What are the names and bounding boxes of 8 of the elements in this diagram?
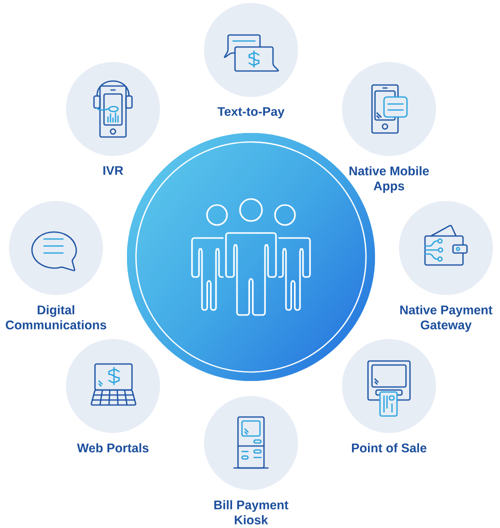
channel-label: Bill Payment Kiosk: [214, 500, 288, 524]
channel-label: Native Mobile Apps: [350, 166, 429, 193]
channel-label: IVR: [103, 166, 124, 175]
channel-label: Point of Sale: [352, 443, 426, 452]
channel-label: Digital Communications: [6, 305, 106, 330]
channel-label: Text-to-Pay: [218, 107, 284, 118]
channel-label: Native Payment Gateway: [400, 305, 492, 332]
channel-label: Web Portals: [77, 443, 148, 452]
